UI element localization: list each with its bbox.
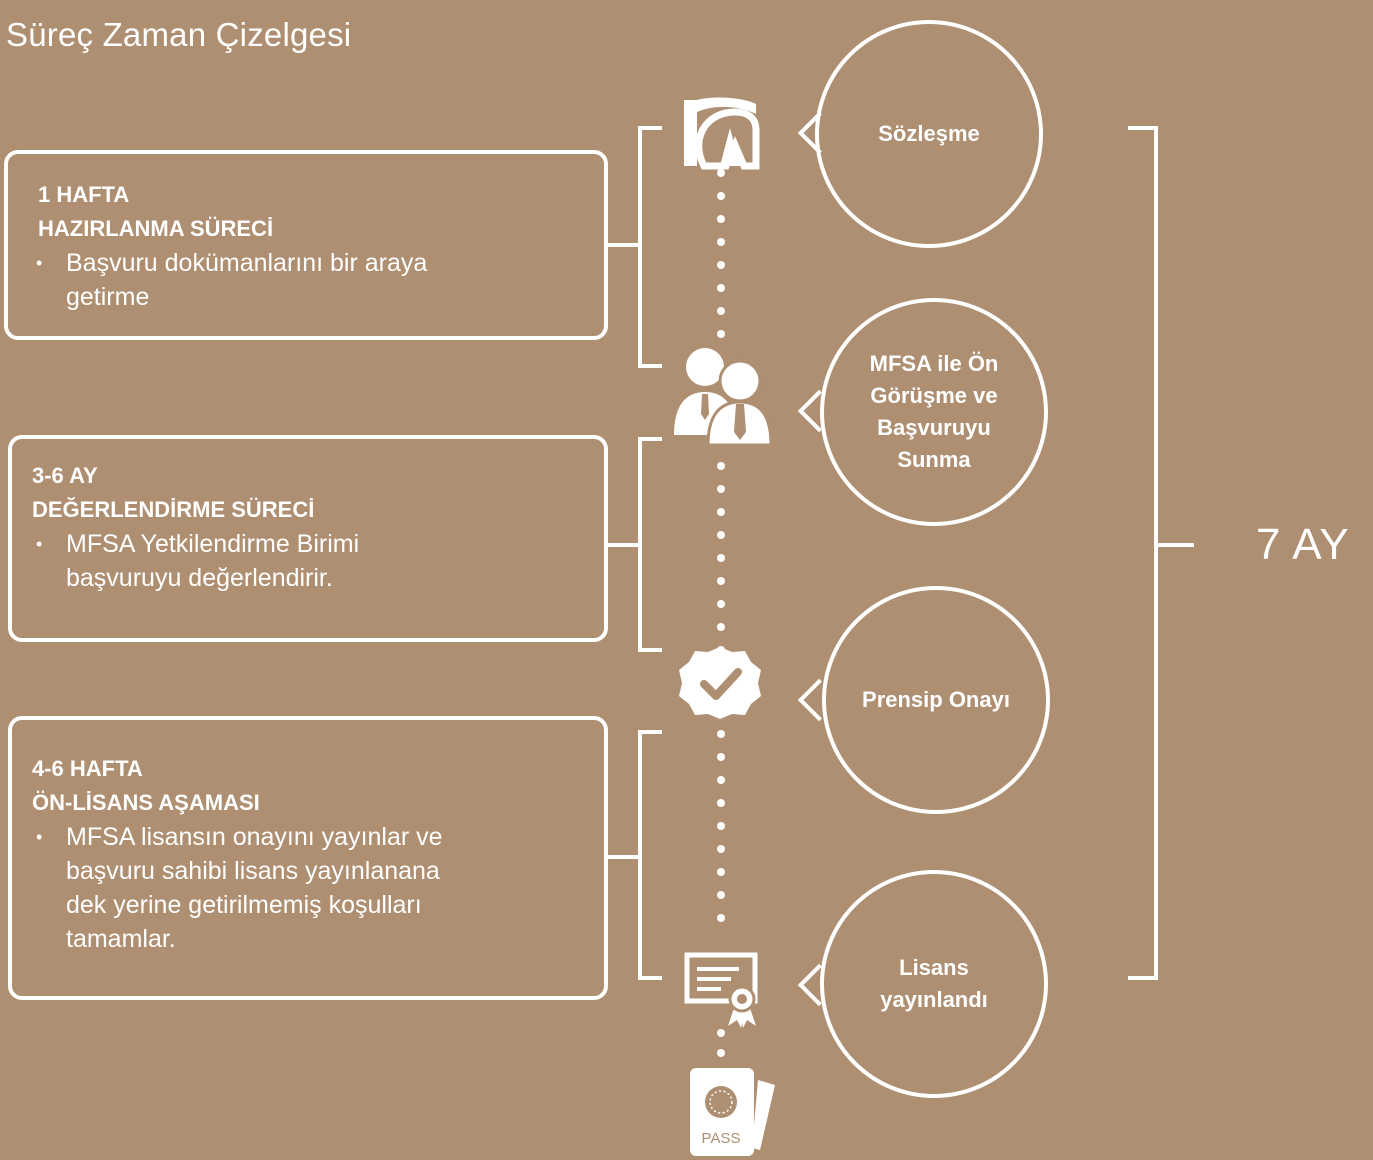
total-duration: 7 AY xyxy=(1256,520,1350,569)
step-label-line: Görüşme ve xyxy=(870,383,998,408)
phase-duration: 1 HAFTA xyxy=(38,182,130,207)
step-label-line: yayınlandı xyxy=(880,987,988,1012)
step-bubble-license: Lisans yayınlandı xyxy=(820,870,1048,1098)
total-bracket xyxy=(1128,126,1194,980)
bullet-icon: • xyxy=(36,534,43,554)
phase-description-line: tamamlar. xyxy=(66,925,176,953)
bullet-icon: • xyxy=(36,253,43,273)
phase-name: DEĞERLENDİRME SÜRECİ xyxy=(32,497,315,522)
step-label: MFSA ile Ön Görüşme ve Başvuruyu Sunma xyxy=(870,348,999,476)
step-label-line: Başvuruyu xyxy=(877,415,991,440)
phase-bracket xyxy=(608,437,662,652)
timeline-dots xyxy=(717,169,725,1057)
step-label-line: MFSA ile Ön xyxy=(869,351,999,376)
phase-description-line: getirme xyxy=(66,283,150,311)
phase-bracket xyxy=(608,730,662,980)
phase-description-line: başvuruyu değerlendirir. xyxy=(66,564,333,592)
phase-duration: 3-6 AY xyxy=(32,463,98,488)
phase-name: HAZIRLANMA SÜRECİ xyxy=(38,216,274,241)
phase-description-line: MFSA Yetkilendirme Birimi xyxy=(66,530,360,558)
phase-name: ÖN-LİSANS AŞAMASI xyxy=(32,790,260,815)
approval-check-badge-icon xyxy=(679,647,761,719)
phase-description-line: MFSA lisansın onayını yayınlar ve xyxy=(66,823,443,851)
bullet-icon: • xyxy=(36,827,43,847)
step-label: Sözleşme xyxy=(878,121,980,146)
phase-description: • MFSA lisansın onayını yayınlar ve başv… xyxy=(32,820,584,956)
phase-description: • MFSA Yetkilendirme Birimi başvuruyu de… xyxy=(32,527,584,595)
step-bubble-contract: Sözleşme xyxy=(815,20,1043,248)
step-bubble-approval: Prensip Onayı xyxy=(822,586,1050,814)
step-label: Prensip Onayı xyxy=(862,687,1010,712)
phase-duration: 4-6 HAFTA xyxy=(32,756,143,781)
step-label-line: Sunma xyxy=(897,447,971,472)
phase-box-pre-license: 4-6 HAFTA ÖN-LİSANS AŞAMASI • MFSA lisan… xyxy=(8,716,608,1000)
phase-description-line: dek yerine getirilmemiş koşulları xyxy=(66,891,422,919)
passport-icon: PASS xyxy=(690,1068,775,1156)
step-bubble-meeting: MFSA ile Ön Görüşme ve Başvuruyu Sunma xyxy=(820,298,1048,526)
phase-description-line: başvuru sahibi lisans yayınlanana xyxy=(66,857,440,885)
phase-description-line: Başvuru dokümanlarını bir araya xyxy=(66,249,428,277)
page-title: Süreç Zaman Çizelgesi xyxy=(6,16,352,53)
meeting-people-icon xyxy=(674,348,773,447)
step-label: Lisans yayınlandı xyxy=(880,952,988,1016)
contract-signing-icon xyxy=(684,97,760,170)
step-label-line: Lisans xyxy=(899,955,969,980)
phase-box-evaluation: 3-6 AY DEĞERLENDİRME SÜRECİ • MFSA Yetki… xyxy=(8,435,608,642)
phase-description: • Başvuru dokümanlarını bir araya getirm… xyxy=(28,246,584,314)
phase-box-preparation: 1 HAFTA HAZIRLANMA SÜRECİ • Başvuru dokü… xyxy=(4,150,608,340)
certificate-icon xyxy=(684,952,758,1028)
phase-bracket xyxy=(608,126,662,368)
passport-label: PASS xyxy=(702,1130,741,1147)
